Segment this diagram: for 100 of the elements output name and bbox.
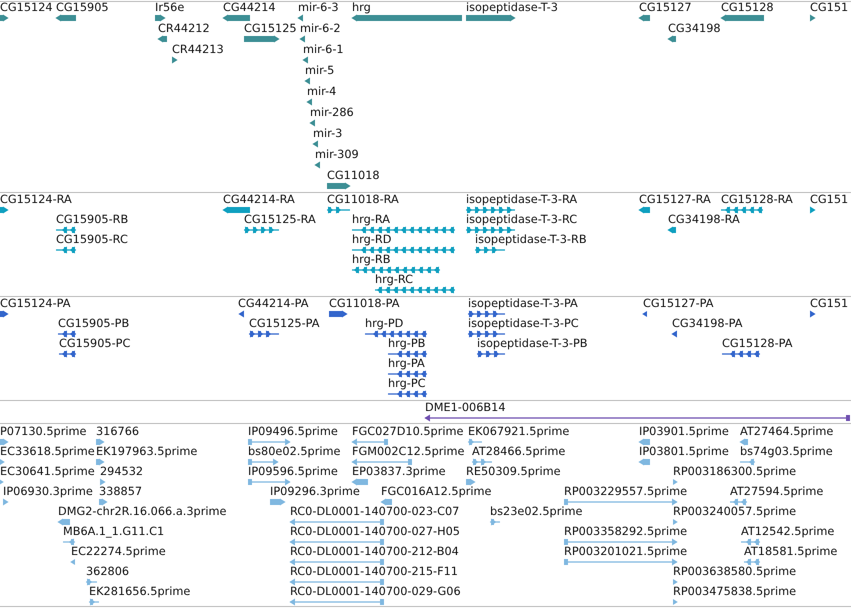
feature-label: CG15128-PA bbox=[722, 338, 792, 350]
feature-label: bs23e02.5prime bbox=[490, 506, 582, 518]
feature-label: DMG2-chr2R.16.066.a.3prime bbox=[58, 506, 226, 518]
feature-label: mir-6-1 bbox=[303, 44, 344, 56]
feature-label: RC0-DL0001-140700-029-G06 bbox=[290, 586, 461, 598]
feature-label: MB6A.1_1.G11.C1 bbox=[63, 526, 164, 538]
feature-label: CG15124-PA bbox=[0, 298, 70, 310]
feature-label: mir-6-2 bbox=[300, 23, 341, 35]
feature-label: CG15127-RA bbox=[639, 194, 711, 206]
feature-label: hrg-PB bbox=[388, 338, 426, 350]
feature-label: CG11018-PA bbox=[329, 298, 400, 310]
feature-label: EC22274.5prime bbox=[71, 546, 166, 558]
feature-label: CG34198-PA bbox=[672, 318, 742, 330]
feature-label: IP09596.5prime bbox=[248, 466, 338, 478]
feature-label: isopeptidase-T-3-PA bbox=[468, 298, 578, 310]
feature-label: RP003229557.5prime bbox=[564, 486, 688, 498]
feature-label: CG34198-RA bbox=[668, 214, 740, 226]
feature-label: IP06930.3prime bbox=[3, 486, 93, 498]
feature-label: EK197963.5prime bbox=[96, 446, 198, 458]
feature-label: CG15128 bbox=[721, 2, 774, 14]
feature-label: isopeptidase-T-3-PC bbox=[468, 318, 579, 330]
feature-label: CG34198 bbox=[668, 23, 721, 35]
feature-label: isopeptidase-T-3-RA bbox=[466, 194, 578, 206]
feature-label: mir-4 bbox=[307, 86, 336, 98]
feature-label: hrg-PC bbox=[388, 378, 426, 390]
feature-label: AT18581.5prime bbox=[744, 546, 838, 558]
feature-label: CG11018-RA bbox=[327, 194, 399, 206]
feature-label: mir-3 bbox=[313, 128, 342, 140]
feature-label: CG15905-RC bbox=[56, 234, 128, 246]
feature-label: RP003201021.5prime bbox=[564, 546, 688, 558]
feature-label: CG44214-RA bbox=[223, 194, 295, 206]
feature-label: hrg-PD bbox=[365, 318, 404, 330]
feature-label: CG44214-PA bbox=[238, 298, 308, 310]
feature-label: CG151 bbox=[810, 298, 848, 310]
feature-label: mir-6-3 bbox=[298, 2, 339, 14]
feature-label: FGC016A12.5prime bbox=[381, 486, 492, 498]
feature-label: CG15124-RA bbox=[0, 194, 72, 206]
feature-label: CR44213 bbox=[172, 44, 224, 56]
feature-label: EC30641.5prime bbox=[0, 466, 95, 478]
feature-label: CG15125 bbox=[244, 23, 297, 35]
feature-label: EP03837.3prime bbox=[352, 466, 446, 478]
feature-label: CG15127 bbox=[639, 2, 692, 14]
feature-label: IP09296.3prime bbox=[270, 486, 360, 498]
feature-label: hrg-RB bbox=[352, 254, 390, 266]
feature-label: RC0-DL0001-140700-023-C07 bbox=[290, 506, 460, 518]
feature-label: RE50309.5prime bbox=[466, 466, 561, 478]
feature-label: CG15127-PA bbox=[643, 298, 714, 310]
feature-label: hrg-PA bbox=[388, 358, 425, 370]
feature-label: CG15905-PC bbox=[59, 338, 130, 350]
feature-label: hrg-RD bbox=[352, 234, 392, 246]
feature-label: IP03901.5prime bbox=[639, 426, 729, 438]
feature-label: hrg-RC bbox=[375, 274, 414, 286]
feature-label: 316766 bbox=[96, 426, 140, 438]
feature-label: isopeptidase-T-3-RC bbox=[466, 214, 578, 226]
feature-label: hrg-RA bbox=[352, 214, 390, 226]
feature-label: Ir56e bbox=[155, 2, 184, 14]
feature-label: AT12542.5prime bbox=[741, 526, 834, 538]
feature-label: RP003638580.5prime bbox=[673, 566, 796, 578]
feature-label: EC33618.5prime bbox=[0, 446, 95, 458]
feature-label: RC0-DL0001-140700-212-B04 bbox=[290, 546, 459, 558]
feature-label: IP09496.5prime bbox=[248, 426, 338, 438]
feature-label: CG15905 bbox=[56, 2, 109, 14]
feature-label: DME1-006B14 bbox=[425, 402, 506, 414]
feature-label: CG11018 bbox=[327, 170, 380, 182]
feature-label: RP003186300.5prime bbox=[673, 466, 796, 478]
feature-label: 294532 bbox=[100, 466, 144, 478]
feature-label: AT28466.5prime bbox=[472, 446, 566, 458]
feature-label: CG15128-RA bbox=[721, 194, 793, 206]
feature-label: FGC027D10.5prime bbox=[352, 426, 464, 438]
feature-label: CG151 bbox=[810, 2, 848, 14]
feature-label: mir-286 bbox=[310, 107, 354, 119]
feature-label: 362806 bbox=[86, 566, 130, 578]
feature-label: CG15905-PB bbox=[58, 318, 130, 330]
feature-label: CG15905-RB bbox=[56, 214, 128, 226]
feature-label: CG151 bbox=[810, 194, 848, 206]
feature-label: isopeptidase-T-3-PB bbox=[477, 338, 588, 350]
feature-label: RP003475838.5prime bbox=[673, 586, 796, 598]
feature-label: mir-5 bbox=[305, 65, 334, 77]
feature-label: isopeptidase-T-3-RB bbox=[475, 234, 587, 246]
feature-label: CG15124 bbox=[0, 2, 53, 14]
feature-label: CG15125-PA bbox=[249, 318, 320, 330]
feature-label: RC0-DL0001-140700-027-H05 bbox=[290, 526, 460, 538]
feature-label: 338857 bbox=[99, 486, 142, 498]
feature-label: AT27594.5prime bbox=[730, 486, 824, 498]
feature-label: CR44212 bbox=[158, 23, 210, 35]
feature-label: RC0-DL0001-140700-215-F11 bbox=[290, 566, 458, 578]
feature-label: EK281656.5prime bbox=[89, 586, 190, 598]
feature-label: bs74g03.5prime bbox=[740, 446, 833, 458]
feature-label: bs80e02.5prime bbox=[248, 446, 340, 458]
feature-label: RP003358292.5prime bbox=[564, 526, 688, 538]
feature-label: mir-309 bbox=[315, 149, 359, 161]
feature-label: CG15125-RA bbox=[244, 214, 316, 226]
feature-label: AT27464.5prime bbox=[740, 426, 834, 438]
feature-label: IP03801.5prime bbox=[639, 446, 729, 458]
feature-label: CG44214 bbox=[223, 2, 276, 14]
feature-label: FGM002C12.5prime bbox=[352, 446, 465, 458]
feature-label: RP003240057.5prime bbox=[673, 506, 796, 518]
feature-label: P07130.5prime bbox=[0, 426, 86, 438]
feature-label: isopeptidase-T-3 bbox=[466, 2, 558, 14]
feature-label: hrg bbox=[352, 2, 371, 14]
